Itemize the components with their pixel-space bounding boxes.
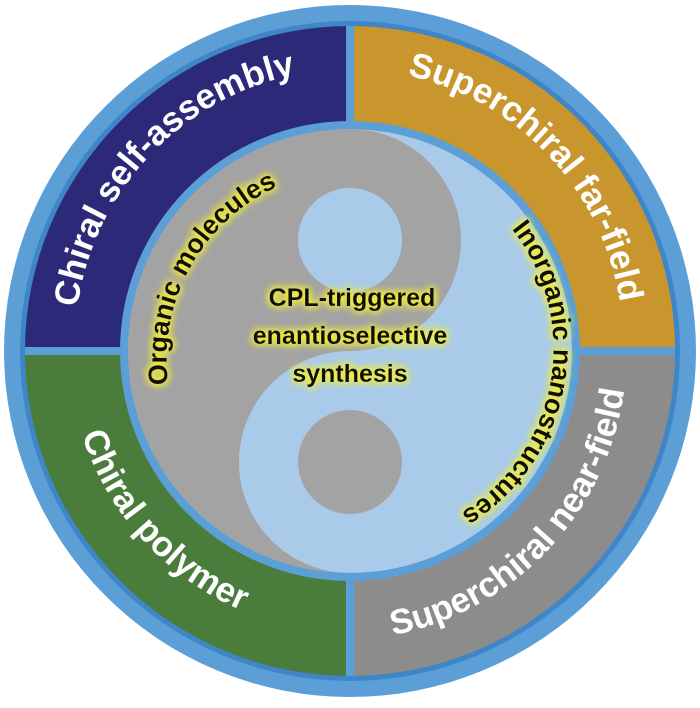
center-line-1: CPL-triggered bbox=[269, 284, 436, 312]
yin-yang-dot-top bbox=[298, 188, 402, 292]
center-line-2: enantioselective bbox=[253, 322, 448, 350]
center-title: CPL-triggered enantioselective synthesis bbox=[253, 284, 448, 388]
center-line-3: synthesis bbox=[292, 360, 407, 388]
yin-yang-dot-bottom bbox=[298, 410, 402, 514]
yin-yang bbox=[128, 129, 572, 573]
